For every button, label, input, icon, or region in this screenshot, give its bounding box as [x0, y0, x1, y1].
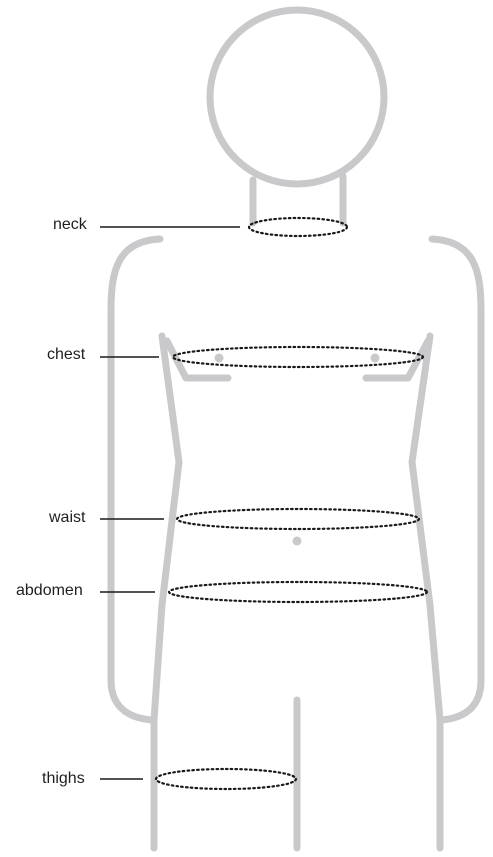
navel-dot: [292, 536, 302, 546]
measurement-loops: [154, 216, 429, 791]
left-arm-outline: [107, 235, 164, 724]
abdomen-label: abdomen: [16, 582, 83, 599]
left-torso-outline: [150, 332, 183, 852]
body-outline: [107, 6, 485, 852]
thighs-label: thighs: [42, 770, 85, 787]
left-armpit-line: [163, 337, 232, 382]
head-outline: [206, 6, 388, 188]
chest-measure-loop: [171, 345, 425, 369]
leader-lines: [100, 226, 240, 780]
neck-measure-loop: [247, 216, 349, 238]
thighs-measure-loop: [154, 767, 298, 791]
abdomen-measure-loop: [167, 580, 429, 604]
chest-label: chest: [47, 346, 86, 363]
right-nipple-dot: [370, 353, 380, 363]
right-arm-outline: [428, 235, 485, 724]
neck-label: neck: [53, 216, 87, 233]
left-nipple-dot: [214, 353, 224, 363]
waist-label: waist: [49, 509, 86, 526]
waist-measure-loop: [175, 507, 421, 531]
right-armpit-line: [362, 337, 432, 382]
right-torso-outline: [408, 332, 444, 852]
body-landmarks: [214, 353, 380, 546]
